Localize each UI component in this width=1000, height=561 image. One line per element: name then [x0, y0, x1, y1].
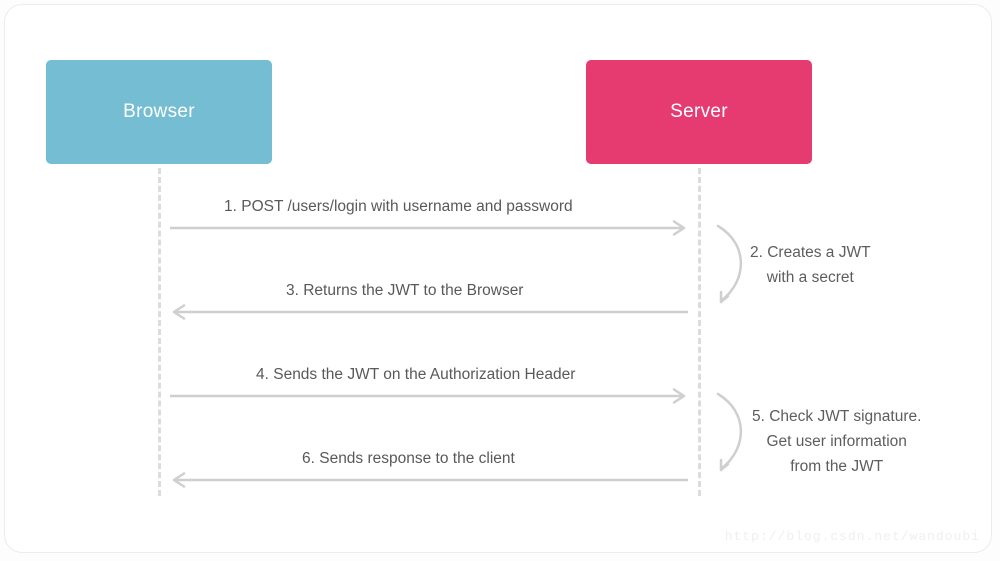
self-call-note-5-line-1: 5. Check JWT signature. [752, 408, 922, 425]
lifeline-server [698, 168, 701, 496]
actor-box-server: Server [586, 60, 812, 164]
actor-label-server: Server [670, 101, 728, 122]
self-call-note-2: 2. Creates a JWT with a secret [750, 240, 871, 290]
self-call-note-2-line-1: 2. Creates a JWT [750, 244, 871, 261]
message-label-3: 3. Returns the JWT to the Browser [286, 282, 524, 299]
message-label-4: 4. Sends the JWT on the Authorization He… [256, 366, 576, 383]
message-label-6: 6. Sends response to the client [302, 450, 515, 467]
lifeline-browser [158, 168, 161, 496]
message-arrow-6 [168, 472, 690, 488]
self-call-note-5: 5. Check JWT signature. Get user informa… [752, 404, 921, 479]
self-call-arrow-2 [712, 222, 758, 308]
message-arrow-4 [168, 388, 690, 404]
watermark-text: http://blog.csdn.net/wandoubi [724, 529, 980, 544]
message-arrow-1 [168, 220, 690, 236]
actor-label-browser: Browser [123, 101, 195, 122]
self-call-note-5-line-3: from the JWT [790, 458, 884, 475]
message-arrow-3 [168, 304, 690, 320]
self-call-arrow-5 [712, 390, 758, 476]
self-call-note-2-line-2: with a secret [766, 269, 854, 286]
self-call-note-5-line-2: Get user information [766, 433, 907, 450]
message-label-1: 1. POST /users/login with username and p… [224, 198, 573, 215]
actor-box-browser: Browser [46, 60, 272, 164]
